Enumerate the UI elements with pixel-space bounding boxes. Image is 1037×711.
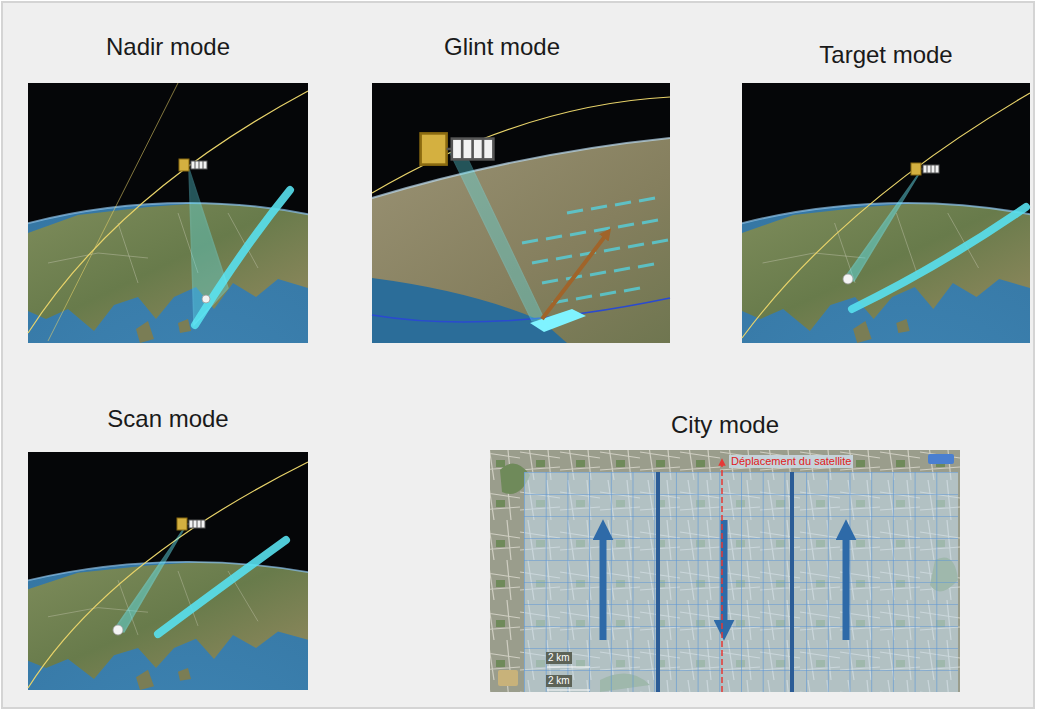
panel-title: Scan mode xyxy=(28,404,308,434)
panel-title: Target mode xyxy=(742,40,1030,70)
orbit-line xyxy=(28,462,308,688)
ground-track xyxy=(48,83,178,341)
swath xyxy=(158,540,286,634)
target-point xyxy=(843,274,853,284)
park xyxy=(500,464,958,692)
scan-direction xyxy=(843,536,850,640)
city-map xyxy=(490,450,960,692)
panel-title: Nadir mode xyxy=(28,32,308,62)
mode-panel: Target mode xyxy=(742,40,1030,343)
glint-illustration xyxy=(372,83,670,343)
sensor-beam xyxy=(844,172,920,281)
scale-bar xyxy=(547,667,590,690)
target-point xyxy=(202,295,210,303)
sensor-beam xyxy=(450,153,546,323)
map-icon xyxy=(498,670,518,686)
satellite xyxy=(177,518,205,530)
earth-view xyxy=(248,83,1037,711)
coverage-area xyxy=(524,472,958,692)
satellite xyxy=(911,163,939,175)
strip-separator xyxy=(658,472,792,692)
space-background xyxy=(372,83,670,343)
panel-title: Glint mode xyxy=(372,32,670,62)
map-button xyxy=(928,454,954,464)
satellite-track xyxy=(721,462,723,692)
city-illustration xyxy=(490,450,960,692)
sensor-beam xyxy=(189,169,228,325)
orbit-line xyxy=(742,93,1030,338)
mode-panel: City mode xyxy=(490,410,960,692)
reflected-ray xyxy=(542,235,606,319)
mode-panel: Scan mode xyxy=(28,404,308,690)
direction-label: Déplacement du satellite xyxy=(729,455,853,468)
scale-label: 2 km xyxy=(546,652,572,664)
satellite xyxy=(179,159,207,171)
glint-spot xyxy=(530,309,586,332)
target-point xyxy=(113,625,123,635)
scale-label: 2 km xyxy=(546,675,572,687)
ground-track xyxy=(372,298,670,322)
sensor-beam xyxy=(114,527,185,632)
target-illustration xyxy=(248,83,1037,711)
pixel-grid xyxy=(524,472,958,692)
mode-panel: Glint mode xyxy=(372,32,670,343)
satellite xyxy=(421,133,494,164)
mode-panel: Nadir mode xyxy=(28,32,308,343)
scan-direction xyxy=(600,536,607,640)
swath xyxy=(852,207,1026,309)
panel-title: City mode xyxy=(490,410,960,440)
orbit-line xyxy=(372,97,670,193)
